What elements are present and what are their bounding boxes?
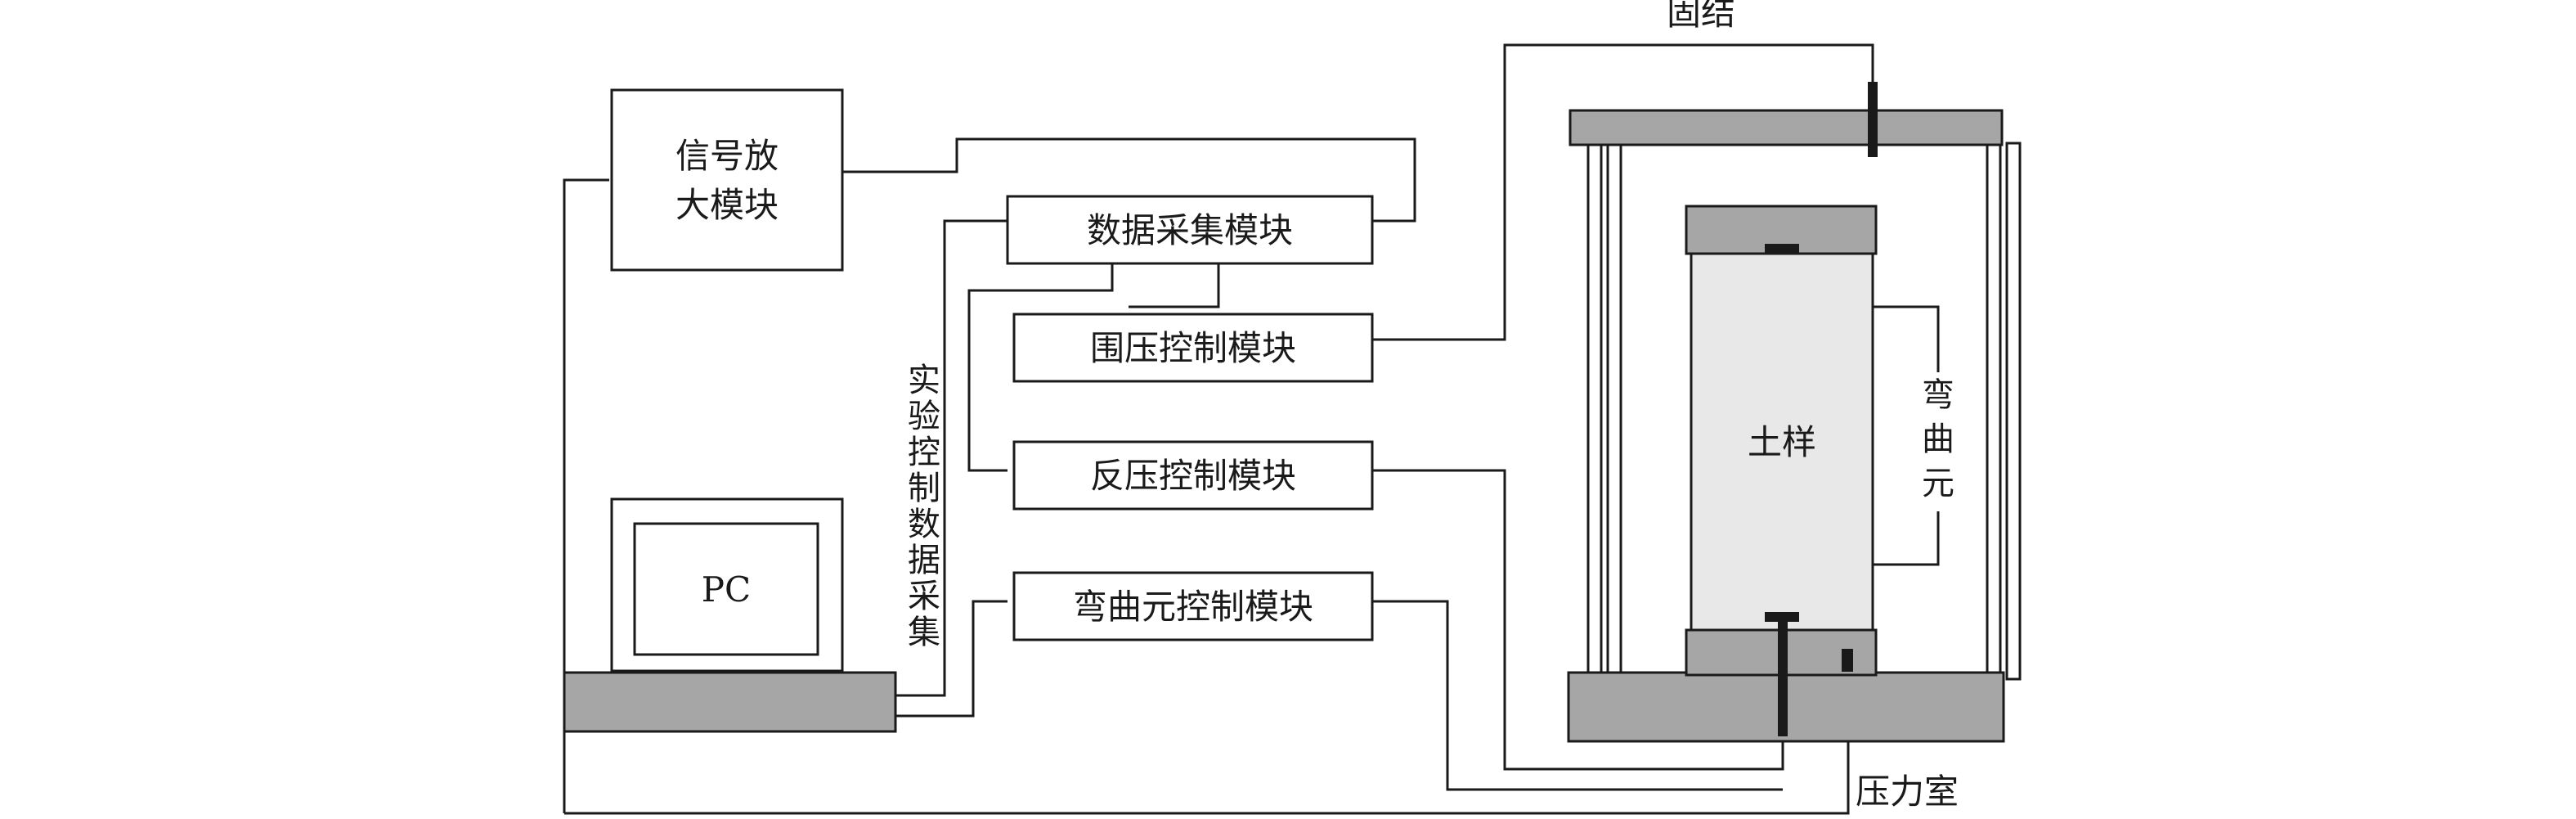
bender-char: 弯 [1922, 376, 1954, 414]
wire-acquisition-to-confining [1129, 262, 1220, 308]
bender-label-mask [1918, 375, 1959, 510]
drain-port [1842, 649, 1853, 672]
signal-amp-label-line1: 信号放 [675, 136, 779, 176]
back-pressure-module: 反压控制模块 [1012, 440, 1374, 511]
data-acquisition-module: 数据采集模块 [1006, 195, 1374, 265]
wire-bender-to-cell [1372, 600, 1783, 791]
bender-char: 曲 [1922, 421, 1954, 458]
wire-pc-to-amp [563, 178, 609, 813]
vertical-char: 制 [908, 470, 940, 507]
wire-amp-to-acquisition [842, 137, 1416, 223]
vertical-char: 数 [908, 506, 940, 543]
chamber-top-plate [1568, 109, 2004, 146]
bottom-bender-element-head [1765, 612, 1799, 622]
soil-sample-label: 土样 [1748, 422, 1816, 462]
vertical-char: 实 [908, 362, 940, 399]
wire-back-to-cell [1372, 469, 1784, 771]
pc-monitor-screen [633, 522, 819, 656]
fixed-label: 固结 [1667, 0, 1735, 33]
chamber-post-right-outer [2005, 142, 2022, 681]
signal-amp-label-line2: 大模块 [675, 185, 779, 225]
chamber-post-left-outer [1586, 142, 1603, 681]
vertical-label-experiment-control: 实 验 控 制 数 据 采 集 [908, 362, 940, 651]
top-loading-rod [1868, 82, 1878, 157]
vertical-char: 采 [908, 578, 940, 615]
wire-pc-to-acquisition [895, 219, 1008, 697]
vertical-char: 集 [908, 614, 940, 651]
back-pressure-label: 反压控制模块 [1090, 456, 1296, 496]
top-bender-element [1765, 244, 1799, 254]
pressure-chamber-label: 压力室 [1856, 772, 1959, 812]
bottom-bender-element-stem [1778, 622, 1788, 736]
pc-label: PC [702, 569, 751, 610]
confining-pressure-module: 围压控制模块 [1012, 313, 1374, 383]
vertical-char: 控 [908, 434, 940, 471]
chamber-post-left-inner [1606, 142, 1622, 681]
signal-amp-module: 信号放 大模块 [610, 88, 844, 272]
wire-confining-to-cell-top [1372, 43, 1874, 341]
vertical-char: 据 [908, 542, 940, 579]
bender-char: 元 [1922, 465, 1954, 502]
data-acquisition-label: 数据采集模块 [1087, 210, 1293, 250]
bender-control-label: 弯曲元控制模块 [1073, 587, 1313, 627]
pc-base [563, 671, 897, 733]
wire-pc-to-bender [895, 600, 1008, 718]
wire-acquisition-to-back [967, 262, 1114, 472]
confining-pressure-label: 围压控制模块 [1090, 328, 1296, 368]
vertical-char: 验 [908, 398, 940, 435]
bender-control-module: 弯曲元控制模块 [1012, 571, 1374, 641]
pc-computer: PC [563, 497, 897, 733]
chamber-post-right-inner [1986, 142, 2002, 681]
pressure-chamber: 固结 土样 弯 曲 元 压力室 [1567, 0, 2022, 812]
